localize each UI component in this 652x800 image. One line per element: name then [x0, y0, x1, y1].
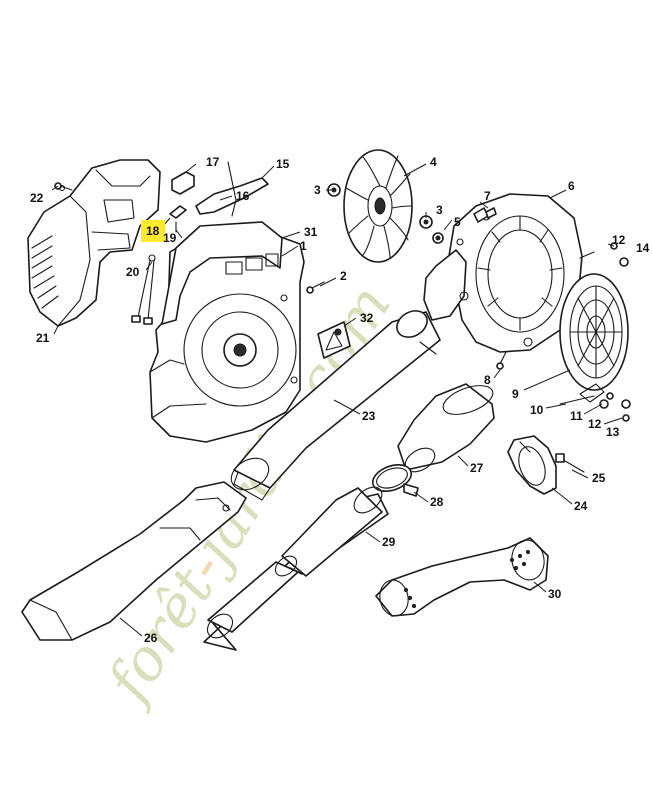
part-fan-housing [423, 193, 583, 353]
callout-3[interactable]: 3 [436, 203, 443, 217]
callout-28[interactable]: 28 [430, 495, 444, 509]
callout-10[interactable]: 10 [530, 403, 544, 417]
callout-4[interactable]: 4 [430, 155, 437, 169]
callout-12[interactable]: 12 [612, 233, 626, 247]
callout-18[interactable]: 18 [146, 224, 160, 238]
callout-2[interactable]: 2 [340, 269, 347, 283]
callout-20[interactable]: 20 [126, 265, 140, 279]
leader-lines [51, 163, 623, 637]
callout-14[interactable]: 14 [636, 241, 650, 255]
louvers [31, 235, 59, 309]
callout-15[interactable]: 15 [276, 157, 290, 171]
part-hose-clamp [371, 464, 419, 497]
callout-11[interactable]: 11 [570, 409, 583, 423]
callout-25[interactable]: 25 [592, 471, 606, 485]
callout-24[interactable]: 24 [574, 499, 588, 513]
callouts: 17 15 16 22 18 19 31 1 20 2 21 32 4 3 3 … [30, 155, 650, 645]
part-cover-left [27, 159, 161, 327]
callout-8[interactable]: 8 [484, 373, 491, 387]
part-elbow [375, 537, 549, 617]
callout-6[interactable]: 6 [568, 179, 575, 193]
callout-26[interactable]: 26 [144, 631, 158, 645]
callout-5[interactable]: 5 [454, 215, 461, 229]
part-small-throttle [169, 161, 269, 233]
part-straight-tube [203, 486, 389, 651]
callout-16[interactable]: 16 [236, 189, 250, 203]
fan-blades [345, 155, 413, 259]
part-tube-clamp [507, 435, 557, 495]
warning-labels [225, 253, 279, 275]
part-ignition-lead [131, 254, 156, 325]
part-blower-tube [230, 310, 441, 501]
callout-1[interactable]: 1 [300, 239, 307, 253]
part-intake-screen [559, 273, 629, 403]
callout-22[interactable]: 22 [30, 191, 44, 205]
part-main-housing [149, 221, 305, 443]
callout-13[interactable]: 13 [606, 425, 620, 439]
callout-27[interactable]: 27 [470, 461, 484, 475]
callout-17[interactable]: 17 [206, 155, 220, 169]
callout-19[interactable]: 19 [163, 231, 177, 245]
housing-ribs [477, 215, 563, 331]
callout-31[interactable]: 31 [304, 225, 318, 239]
callout-7[interactable]: 7 [484, 189, 491, 203]
callout-30[interactable]: 30 [548, 587, 562, 601]
callout-9[interactable]: 9 [512, 387, 519, 401]
callout-32[interactable]: 32 [360, 311, 374, 325]
callout-23[interactable]: 23 [362, 409, 376, 423]
elbow-holes [403, 549, 531, 609]
callout-highlight [141, 220, 165, 242]
callout-12[interactable]: 12 [588, 417, 602, 431]
callout-3[interactable]: 3 [314, 183, 321, 197]
part-warning-label [317, 321, 351, 359]
part-fan-impeller [343, 149, 413, 263]
part-flat-nozzle [21, 481, 247, 641]
callout-21[interactable]: 21 [36, 331, 50, 345]
callout-29[interactable]: 29 [382, 535, 396, 549]
